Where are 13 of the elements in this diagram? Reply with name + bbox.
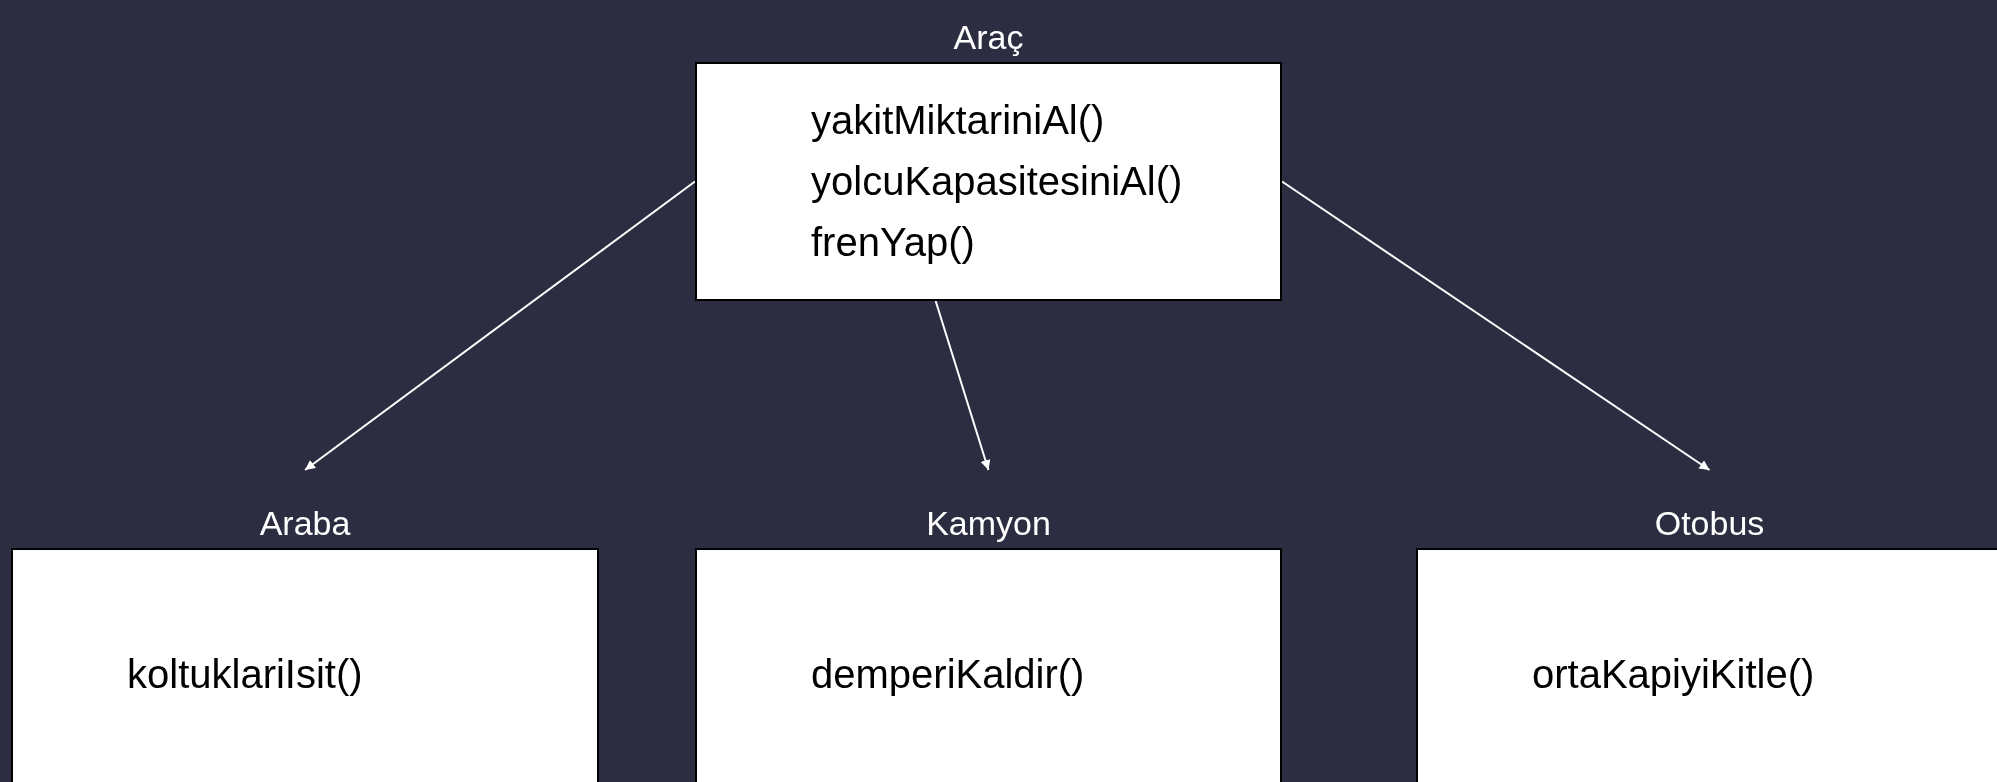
class-name: Araba bbox=[259, 503, 351, 545]
arrow bbox=[304, 180, 696, 471]
method-name: yolcuKapasitesiniAl() bbox=[811, 158, 1184, 205]
class-name: Kamyon bbox=[926, 503, 1051, 545]
method-name: yakitMiktariniAl() bbox=[811, 97, 1106, 144]
arrow bbox=[1281, 180, 1711, 471]
method-name: demperiKaldir() bbox=[811, 651, 1086, 698]
class-name: Otobus bbox=[1654, 503, 1765, 545]
method-name: koltuklariIsit() bbox=[127, 651, 364, 698]
arrow bbox=[934, 300, 991, 471]
method-name: ortaKapiyiKitle() bbox=[1532, 651, 1816, 698]
method-name: frenYap() bbox=[811, 219, 976, 266]
class-name: Araç bbox=[953, 17, 1024, 59]
